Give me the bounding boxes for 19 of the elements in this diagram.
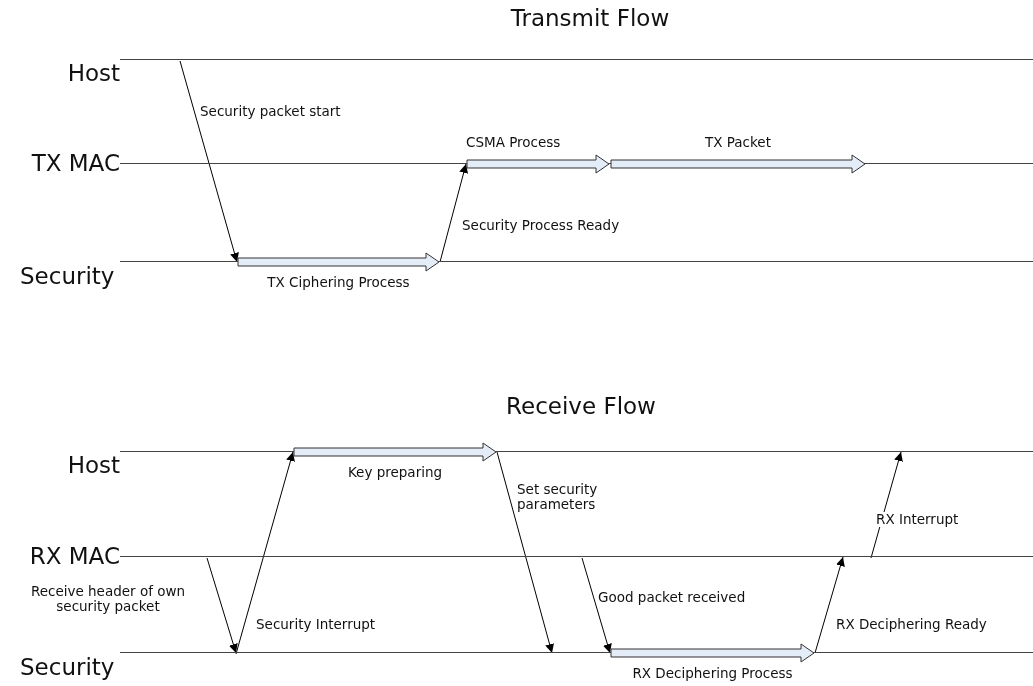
process-step xyxy=(610,134,866,176)
flow-title: Receive Flow xyxy=(506,392,656,420)
arrow xyxy=(206,557,238,654)
flow-title: Transmit Flow xyxy=(510,4,670,32)
process-label: TX Packet xyxy=(704,134,772,151)
lifeline-name: RX MAC xyxy=(29,542,120,570)
lifeline-name: TX MAC xyxy=(31,149,120,177)
process-label: TX Ciphering Process xyxy=(266,274,411,291)
lifeline-name: Host xyxy=(67,59,120,87)
arrow xyxy=(179,60,239,263)
lifeline-name: Security xyxy=(20,653,115,681)
lifeline-name: Security xyxy=(20,262,115,290)
arrow xyxy=(235,451,295,655)
process-label: CSMA Process xyxy=(466,134,561,151)
process-step xyxy=(466,134,610,176)
arrow xyxy=(581,557,612,654)
process-label: RX Deciphering Process xyxy=(631,665,794,682)
lifeline-name: Host xyxy=(67,451,120,479)
process-label: Key preparing xyxy=(346,464,444,481)
